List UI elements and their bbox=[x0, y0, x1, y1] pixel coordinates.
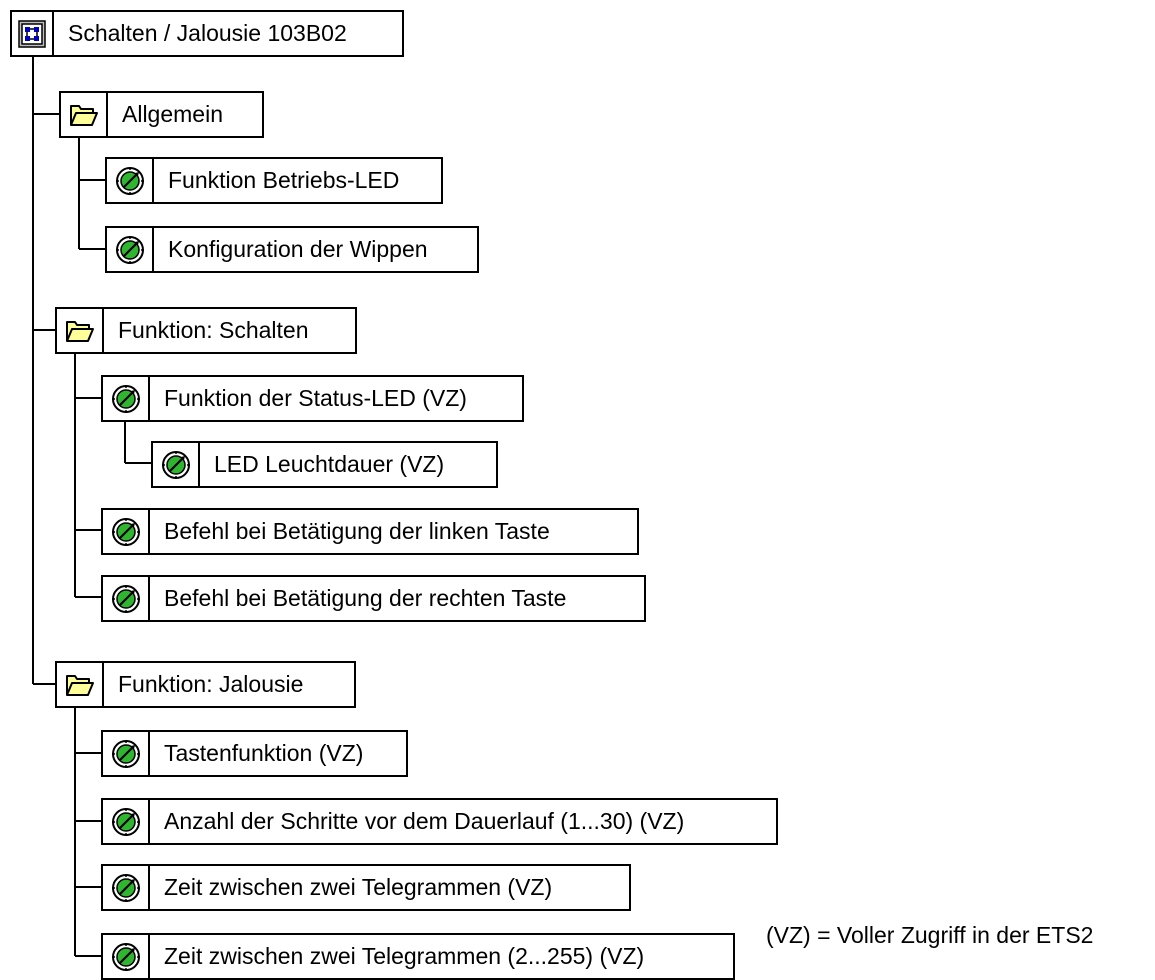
tree-node-param[interactable]: Zeit zwischen zwei Telegrammen (2...255)… bbox=[101, 933, 735, 980]
legend-note: (VZ) = Voller Zugriff in der ETS2 bbox=[766, 922, 1094, 948]
folder-open-icon bbox=[57, 663, 104, 706]
parameter-icon bbox=[103, 935, 150, 978]
tree-node-label: Funktion Betriebs-LED bbox=[168, 167, 400, 193]
tree-node-label: Befehl bei Betätigung der linken Taste bbox=[164, 518, 550, 544]
tree-node-label: Anzahl der Schritte vor dem Dauerlauf (1… bbox=[164, 808, 685, 834]
tree-node-folder-schalten[interactable]: Funktion: Schalten bbox=[55, 307, 357, 354]
tree-node-param[interactable]: Anzahl der Schritte vor dem Dauerlauf (1… bbox=[101, 798, 778, 845]
tree-node-label: Funktion: Schalten bbox=[118, 317, 309, 343]
tree-node-label: Zeit zwischen zwei Telegrammen (2...255)… bbox=[164, 943, 645, 969]
tree-node-label: Befehl bei Betätigung der rechten Taste bbox=[164, 585, 567, 611]
parameter-icon bbox=[107, 228, 154, 271]
tree-node-param[interactable]: Zeit zwischen zwei Telegrammen (VZ) bbox=[101, 864, 631, 911]
tree-node-param[interactable]: Funktion der Status-LED (VZ) bbox=[101, 375, 524, 422]
tree-node-root[interactable]: Schalten / Jalousie 103B02 bbox=[10, 10, 404, 57]
tree-node-label: Tastenfunktion (VZ) bbox=[164, 740, 364, 766]
tree-node-param[interactable]: Funktion Betriebs-LED bbox=[105, 157, 443, 204]
tree-node-label: LED Leuchtdauer (VZ) bbox=[214, 451, 445, 477]
tree-node-label: Zeit zwischen zwei Telegrammen (VZ) bbox=[164, 874, 553, 900]
tree-node-folder-jalousie[interactable]: Funktion: Jalousie bbox=[55, 661, 356, 708]
parameter-icon bbox=[153, 443, 200, 486]
device-icon bbox=[12, 12, 54, 55]
parameter-icon bbox=[103, 377, 150, 420]
tree-node-param[interactable]: Befehl bei Betätigung der linken Taste bbox=[101, 508, 639, 555]
tree-node-label: Schalten / Jalousie 103B02 bbox=[68, 20, 347, 46]
tree-node-param[interactable]: LED Leuchtdauer (VZ) bbox=[151, 441, 498, 488]
tree-node-param[interactable]: Tastenfunktion (VZ) bbox=[101, 730, 408, 777]
tree-node-label: Allgemein bbox=[122, 101, 223, 127]
parameter-icon bbox=[107, 159, 154, 202]
parameter-icon bbox=[103, 800, 150, 843]
tree-node-label: Funktion: Jalousie bbox=[118, 671, 304, 697]
tree-node-label: Funktion der Status-LED (VZ) bbox=[164, 385, 467, 411]
tree-node-param[interactable]: Konfiguration der Wippen bbox=[105, 226, 479, 273]
parameter-icon bbox=[103, 510, 150, 553]
parameter-icon bbox=[103, 866, 150, 909]
tree-node-param[interactable]: Befehl bei Betätigung der rechten Taste bbox=[101, 575, 646, 622]
parameter-icon bbox=[103, 577, 150, 620]
tree-node-label: Konfiguration der Wippen bbox=[168, 236, 428, 262]
tree-node-folder-allgemein[interactable]: Allgemein bbox=[59, 91, 264, 138]
folder-open-icon bbox=[57, 309, 104, 352]
parameter-icon bbox=[103, 732, 150, 775]
folder-open-icon bbox=[61, 93, 108, 136]
